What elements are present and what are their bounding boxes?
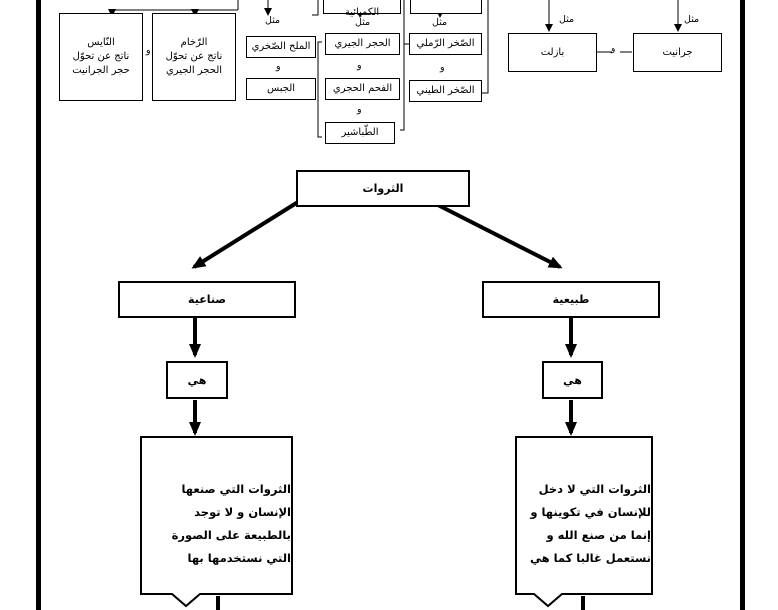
marble-title: الرّخام xyxy=(180,37,208,48)
and-label: و xyxy=(146,45,151,56)
limestone-box: الحجر الجيري xyxy=(325,33,400,55)
granite-box: جرانيت xyxy=(633,33,722,72)
and-label: و xyxy=(276,61,281,72)
natural-connector-box: هي xyxy=(542,361,603,399)
and-label: و xyxy=(611,44,616,54)
marble-description: ناتج عن تحوّل الحجر الجيري xyxy=(165,51,223,76)
example-label: مثل xyxy=(265,15,281,26)
and-label: و xyxy=(357,104,362,115)
example-label: مثل xyxy=(355,17,371,28)
gneiss-title: النّايس xyxy=(87,37,115,48)
page-border-right xyxy=(740,0,745,610)
and-label: و xyxy=(440,62,445,73)
industrial-box: صناعية xyxy=(118,281,296,318)
coal-box: الفحم الحجري xyxy=(325,78,400,100)
marble-box: الرّخام ناتج عن تحوّل الحجر الجيري xyxy=(152,13,236,101)
example-label: مثل xyxy=(432,17,448,28)
gneiss-box: النّايس ناتج عن تحوّل حجر الجرانيت xyxy=(59,13,143,101)
example-label: مثل xyxy=(684,14,700,25)
basalt-box: بازلت xyxy=(508,33,597,72)
and-label: و xyxy=(357,60,362,71)
sandstone-box: الصّخر الرّملي xyxy=(409,33,482,55)
chalk-box: الطّباشير xyxy=(325,122,395,144)
chemical-title: الكميائية xyxy=(344,7,380,18)
gypsum-box: الجبس xyxy=(246,78,316,100)
shale-box: الصّخر الطيني xyxy=(409,80,482,102)
industrial-definition-outline xyxy=(140,436,293,608)
natural-definition-outline xyxy=(515,436,653,608)
resources-root-box: الثروات xyxy=(296,170,470,207)
natural-definition: الثروات التي لا دخل للإنسان في تكوينها و… xyxy=(529,481,651,565)
industrial-definition: الثروات التي صنعها الإنسان و لا توجد بال… xyxy=(171,481,291,565)
page-border-left xyxy=(36,0,41,610)
industrial-connector-box: هي xyxy=(166,361,228,399)
root-title: الثروات xyxy=(362,182,404,195)
natural-box: طبيعية xyxy=(482,281,660,318)
gneiss-description: ناتج عن تحوّل حجر الجرانيت xyxy=(72,51,130,76)
chemical-header-box: الكميائية xyxy=(323,0,401,18)
example-label: مثل xyxy=(559,14,575,25)
clastic-header-box xyxy=(410,0,482,14)
rock-salt-box: الملح الصّخري xyxy=(246,36,316,58)
